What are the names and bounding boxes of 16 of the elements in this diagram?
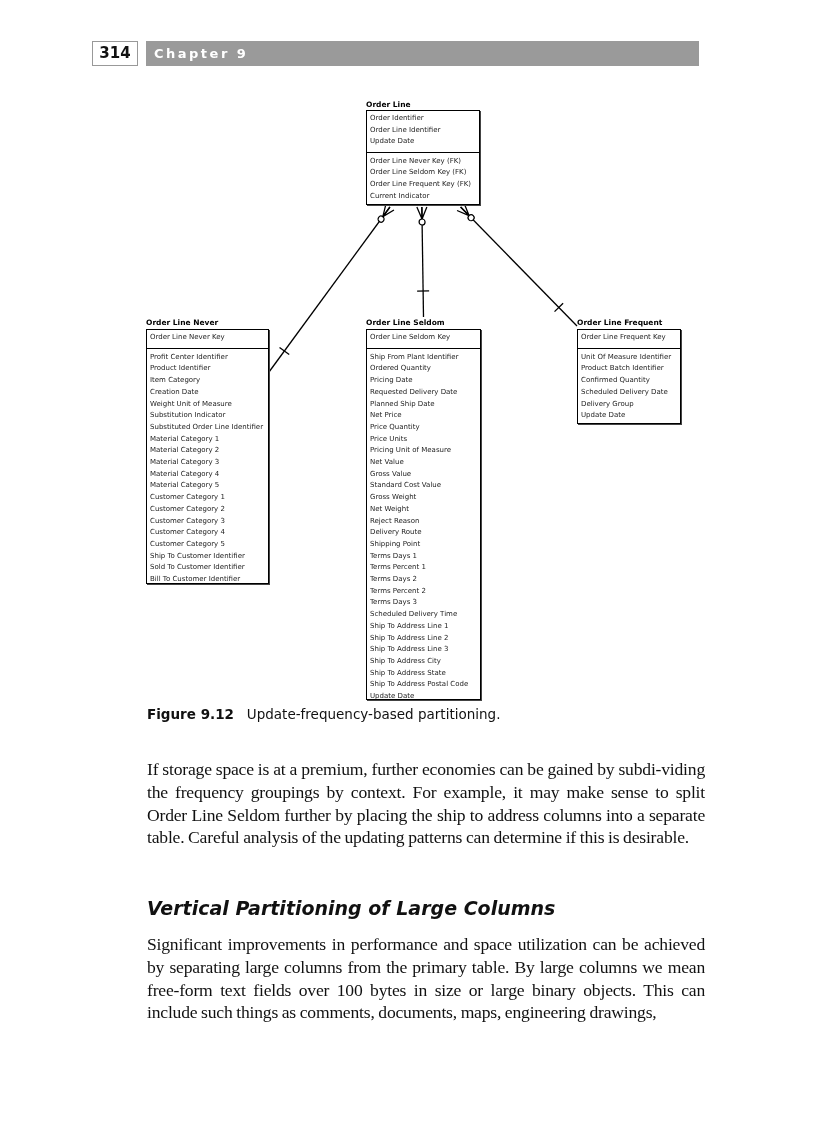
attribute-section bbox=[146, 347, 269, 584]
key-section bbox=[577, 329, 681, 349]
section-heading: Vertical Partitioning of Large Columns bbox=[147, 897, 556, 919]
body-paragraph: Significant improvements in performance and space utilization can be achieved by separating large columns from the primary table. By large columns we mean free-form text fields over 100 bytes in size or large binary objects. This can include such things as comments, documents, maps, engineering drawings, bbox=[147, 933, 705, 1025]
relationship-line bbox=[268, 203, 395, 373]
chapter-banner: Chapter 9 bbox=[146, 41, 699, 66]
figure-caption: Figure 9.12 Update-frequency-based partitioning. bbox=[147, 706, 501, 722]
key-section bbox=[366, 110, 480, 153]
attribute-section bbox=[366, 151, 480, 205]
body-paragraph: If storage space is at a premium, further economies can be gained by subdi-viding the frequency groupings by context. For example, it may make sense to split Order Line Seldom further by placing the ship to address columns into a separate table. Careful analysis of the updating patterns can determine if this is desirable. bbox=[147, 758, 705, 850]
attribute-section bbox=[577, 347, 681, 424]
relationship-line bbox=[416, 206, 430, 318]
key-section bbox=[146, 329, 269, 349]
attribute-section bbox=[366, 347, 481, 700]
page-number: 314 bbox=[92, 41, 138, 66]
key-section bbox=[366, 329, 481, 349]
